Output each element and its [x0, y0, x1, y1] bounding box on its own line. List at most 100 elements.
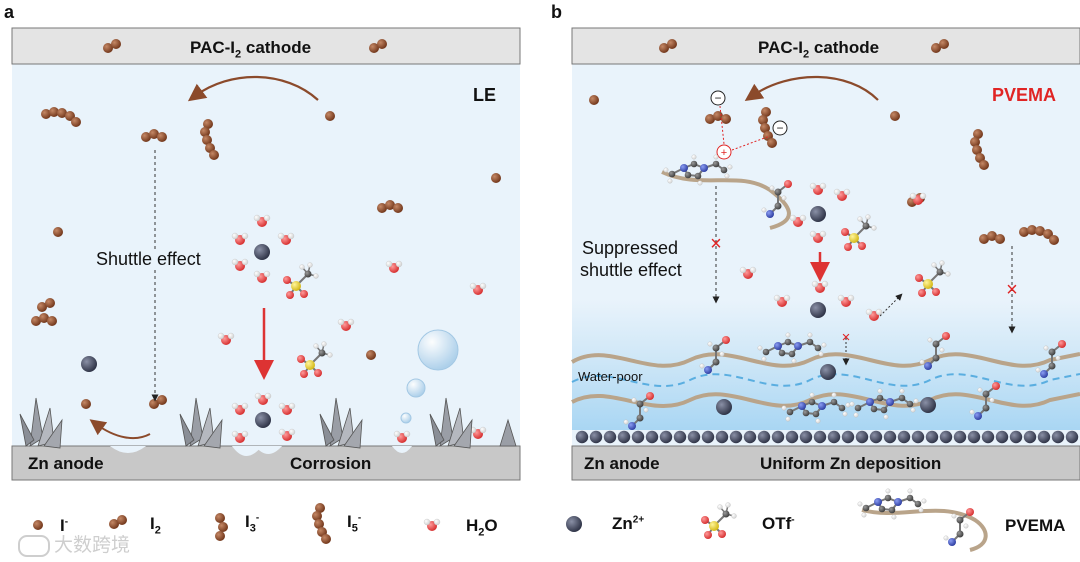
deposited-zinc-atom [659, 430, 673, 444]
panel-b-letter: b [551, 2, 562, 22]
legend-zinc-ion-label: Zn2+ [612, 514, 645, 533]
zinc-ion [254, 244, 270, 260]
charge-minus-badge: − [772, 120, 788, 136]
panel-a-cathode [11, 27, 521, 65]
iodide-ion [81, 399, 91, 409]
panel-b-anode [571, 445, 1080, 481]
deposited-zinc-atom [645, 430, 659, 444]
deposited-zinc-atom [631, 430, 645, 444]
water-poor-label: Water-poor [578, 369, 643, 384]
gas-bubble [417, 329, 459, 371]
deposited-zinc-atom [799, 430, 813, 444]
zinc-ion [255, 412, 271, 428]
iodide-ion [890, 111, 900, 121]
legend-iodide-label: I- [60, 516, 69, 535]
deposited-zinc-atom [897, 430, 911, 444]
desolvation-arrow [879, 293, 903, 317]
legend-iodine-icon [109, 515, 127, 529]
deposited-zinc-atom [743, 430, 757, 444]
deposited-zinc-atom [771, 430, 785, 444]
svg-text:−: − [714, 91, 721, 105]
deposited-zinc-atom [603, 430, 617, 444]
gas-bubble [400, 412, 412, 424]
deposited-zinc-atom [1037, 430, 1051, 444]
polymer-chain [661, 170, 791, 230]
deposited-zinc-atom [729, 430, 743, 444]
deposited-zinc-atom [925, 430, 939, 444]
electrostatic-interaction [731, 135, 771, 151]
deposited-zinc-atom [855, 430, 869, 444]
deposited-zinc-atom [575, 430, 589, 444]
cathode-return-arrow [744, 75, 879, 101]
legend-water-label: H2O [466, 516, 498, 539]
panel-b: − − + × × × [571, 27, 1080, 481]
legend-triflate-label: OTf- [762, 514, 795, 533]
cathode-return-arrow [187, 75, 319, 102]
charge-plus-badge: + [716, 144, 732, 160]
legend-iodide-icon [33, 520, 43, 530]
legend [33, 487, 988, 552]
polymer-chain [571, 352, 1080, 368]
charge-minus-badge: − [710, 90, 726, 106]
deposited-zinc-atom [967, 430, 981, 444]
zinc-ion [716, 399, 732, 415]
shuttle-effect-label: Shuttle effect [96, 249, 201, 270]
gas-bubble [406, 378, 426, 398]
watermark: 大数跨境 [18, 530, 130, 557]
deposited-zinc-atom [953, 430, 967, 444]
deposited-zinc-atom [673, 430, 687, 444]
deposited-zinc-atom [995, 430, 1009, 444]
deposited-zinc-atom [939, 430, 953, 444]
zinc-ion [810, 206, 826, 222]
corrosion-label: Corrosion [290, 454, 372, 473]
blocked-mark: × [710, 233, 722, 255]
deposited-zinc-atom [1009, 430, 1023, 444]
panel-b-cathode-label: PAC-I2 cathode [758, 38, 880, 61]
deposited-zinc-atom [883, 430, 897, 444]
svg-text:−: − [776, 121, 783, 135]
deposited-zinc-atom [589, 430, 603, 444]
legend-triflate-icon [700, 501, 738, 540]
deposited-zinc-atom [869, 430, 883, 444]
zinc-ion [81, 356, 97, 372]
iodide-ion [589, 95, 599, 105]
iodide-ion [366, 350, 376, 360]
deposited-zinc-atom [827, 430, 841, 444]
legend-pentaiodide-icon [312, 503, 331, 544]
blocked-mark: × [842, 329, 851, 346]
deposited-zinc-atom [785, 430, 799, 444]
deposited-zinc-atom [701, 430, 715, 444]
deposited-zinc-atom [911, 430, 925, 444]
deposited-zinc-atom [841, 430, 855, 444]
iodide-ion [491, 173, 501, 183]
zinc-ion [820, 364, 836, 380]
legend-water-icon [423, 518, 441, 532]
legend-polymer-label: PVEMA [1005, 516, 1066, 535]
panel-a [11, 27, 521, 481]
water-poor-boundary [571, 373, 1080, 387]
legend-pentaiodide-label: I5- [347, 512, 362, 535]
zinc-ion [810, 302, 826, 318]
suppressed-shuttle-label-line1: Suppressed [582, 238, 679, 258]
panel-a-cathode-label: PAC-I2 cathode [190, 38, 312, 61]
panel-b-cathode [571, 27, 1080, 65]
deposited-zinc-atom [617, 430, 631, 444]
corrosion-pit [392, 446, 412, 453]
deposited-zinc-atom [757, 430, 771, 444]
blocked-mark: × [1006, 279, 1018, 301]
deposited-zinc-layer [575, 430, 1079, 444]
corrosion-pit [255, 446, 282, 454]
watermark-logo-icon [18, 534, 50, 557]
deposited-zinc-atom [1051, 430, 1065, 444]
panel-a-electrolyte-label: LE [473, 85, 497, 105]
deposited-zinc-atom [981, 430, 995, 444]
suppressed-shuttle-label-line2: shuttle effect [580, 260, 682, 280]
deposited-zinc-atom [1023, 430, 1037, 444]
svg-text:+: + [721, 147, 727, 159]
iodide-ion [53, 227, 63, 237]
panel-a-letter: a [4, 2, 15, 22]
panel-b-anode-label: Zn anode [584, 454, 660, 473]
legend-zinc-ion-icon [566, 516, 582, 532]
corrosion-pit [232, 446, 262, 456]
deposited-zinc-atom [1065, 430, 1079, 444]
